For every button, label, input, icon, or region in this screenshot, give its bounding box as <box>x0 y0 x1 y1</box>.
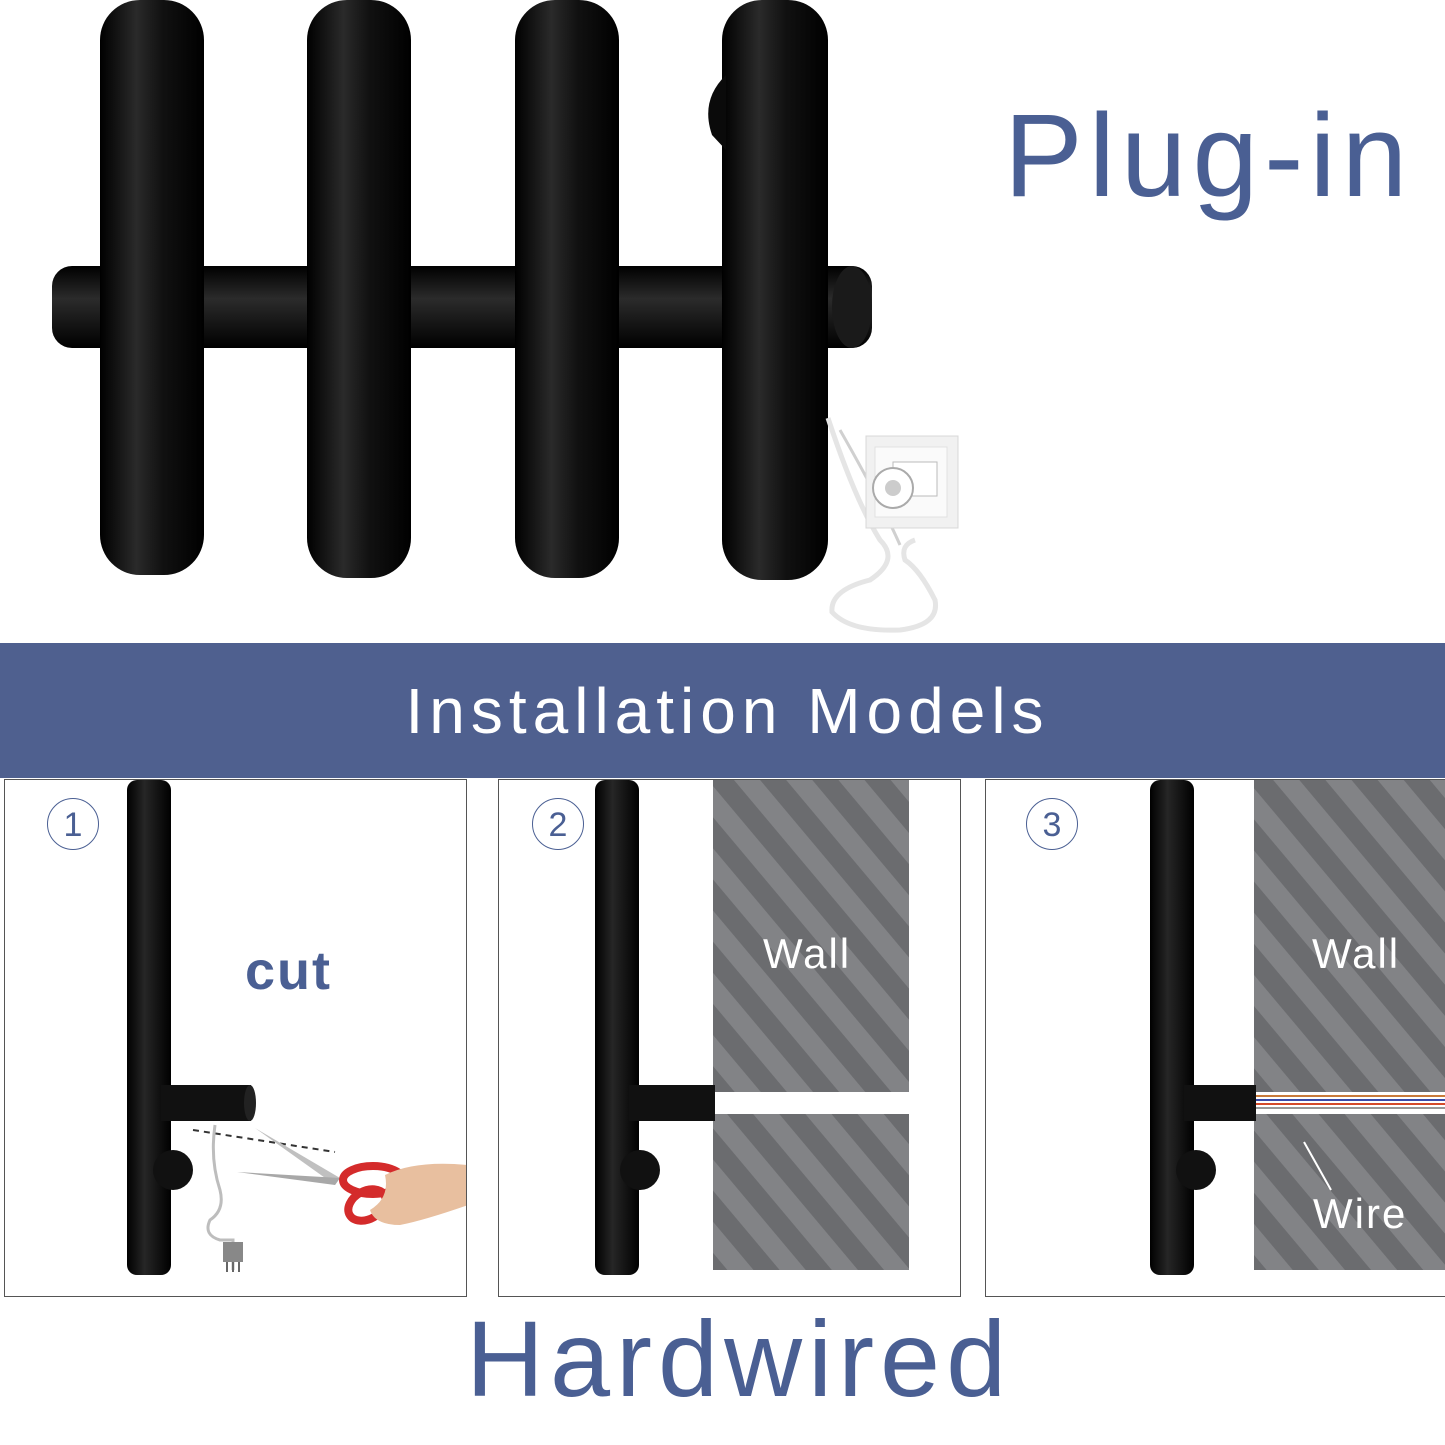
step-3-illustration <box>1150 780 1445 1275</box>
wall-socket-icon <box>865 435 959 529</box>
step-2-illustration <box>595 780 909 1275</box>
step-1-illustration <box>127 780 466 1275</box>
power-cord-icon <box>206 1124 243 1272</box>
step-panel-2: 2 Wall <box>498 779 961 1297</box>
wire-label: Wire <box>1313 1190 1408 1237</box>
hardwired-title: Hardwired <box>466 1298 1013 1419</box>
step-number-1: 1 <box>47 798 99 850</box>
towel-rail-illustration <box>52 0 959 633</box>
wall-label-2: Wall <box>763 930 852 977</box>
plug-in-title: Plug-in <box>1004 90 1414 222</box>
installation-models-banner: Installation Models <box>0 643 1445 778</box>
step-panel-3: 3 Wall Wire <box>985 779 1445 1297</box>
banner-title: Installation Models <box>405 674 1050 747</box>
plug-icon <box>223 1242 243 1272</box>
wall-label-3: Wall <box>1312 930 1401 977</box>
cut-label: cut <box>245 941 332 1001</box>
step-number-2: 2 <box>532 798 584 850</box>
step-number-3: 3 <box>1026 798 1078 850</box>
step-panel-1: 1 cut <box>4 779 467 1297</box>
